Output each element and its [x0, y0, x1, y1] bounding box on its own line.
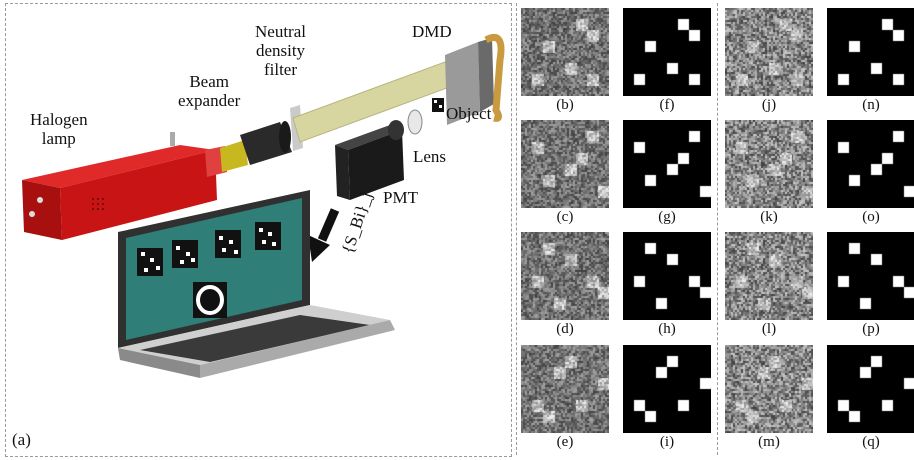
beam-expander [220, 121, 292, 172]
sublabel: (o) [862, 209, 880, 225]
label-halogen-lamp: Halogen lamp [30, 110, 88, 148]
pattern-image [725, 8, 813, 96]
label-nd-filter: Neutral density filter [255, 22, 306, 79]
pattern-image [827, 232, 914, 320]
panel-grid-frame [516, 3, 911, 455]
pattern-image [521, 345, 609, 433]
object-target [432, 98, 444, 112]
sublabel: (f) [659, 97, 675, 113]
sublabel: (k) [760, 209, 778, 225]
grid-divider [717, 3, 718, 455]
lens-shape [407, 109, 423, 135]
sublabel: (d) [556, 321, 574, 337]
label-lens: Lens [413, 147, 447, 166]
sublabel: (e) [556, 434, 574, 450]
pattern-image [827, 345, 914, 433]
sublabel: (m) [758, 434, 780, 450]
pmt-detector [335, 120, 404, 200]
beam-tube [292, 61, 456, 143]
signal-arrow [308, 208, 340, 262]
sublabel: (b) [556, 97, 574, 113]
halogen-line2: lamp [41, 129, 76, 148]
pattern-image [725, 232, 813, 320]
halogen-lamp [22, 132, 227, 240]
label-dmd: DMD [412, 22, 452, 41]
sublabel: (l) [761, 321, 777, 337]
pattern-image [725, 120, 813, 208]
label-beam-expander: Beam expander [178, 72, 240, 110]
panel-a-frame [5, 3, 512, 457]
sublabel: (i) [659, 434, 675, 450]
pattern-image [623, 120, 711, 208]
sublabel: (c) [556, 209, 574, 225]
nd-line1: Neutral [255, 22, 306, 41]
label-object: Object [446, 104, 492, 123]
pattern-image [521, 8, 609, 96]
laptop [118, 190, 395, 378]
pattern-image [623, 232, 711, 320]
beam-line1: Beam [189, 72, 229, 91]
sublabel: (q) [862, 434, 880, 450]
dmd-device [445, 34, 505, 125]
nd-line3: filter [263, 60, 298, 79]
label-panel-a: (a) [12, 430, 31, 449]
pattern-image [623, 345, 711, 433]
pattern-image [827, 120, 914, 208]
halogen-line1: Halogen [30, 110, 88, 129]
sublabel: (n) [862, 97, 880, 113]
beam-line2: expander [178, 91, 241, 110]
pattern-image [521, 120, 609, 208]
sublabel: (p) [862, 321, 880, 337]
pattern-image [827, 8, 914, 96]
sublabel: (g) [658, 209, 676, 225]
pattern-image [521, 232, 609, 320]
pattern-image [725, 345, 813, 433]
label-pmt: PMT [383, 188, 418, 207]
nd-line2: density [255, 41, 306, 60]
sublabel: (h) [658, 321, 676, 337]
sublabel: (j) [761, 97, 777, 113]
pattern-image [623, 8, 711, 96]
